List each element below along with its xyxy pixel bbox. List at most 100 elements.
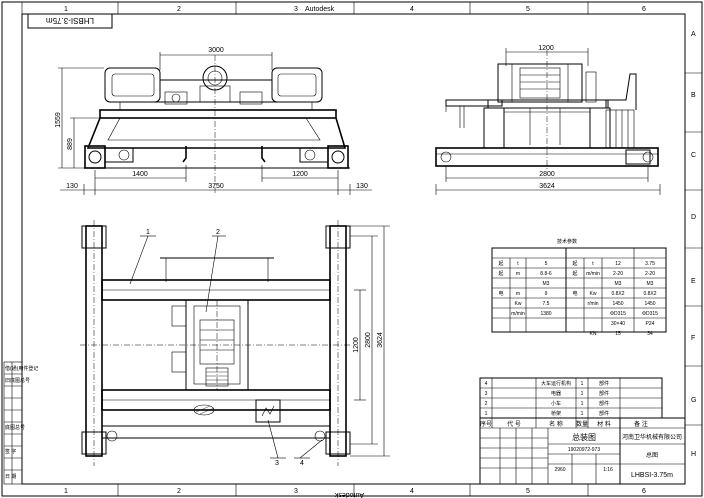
spec-cell: t	[592, 261, 594, 267]
spec-cell: 1450	[644, 301, 655, 307]
parts-cell-note: 部件	[599, 400, 609, 407]
spec-cell: 起	[572, 271, 577, 277]
spec-cell: 7.5	[543, 301, 550, 307]
dim-end-overall: 3624	[539, 183, 555, 190]
parts-list	[479, 377, 663, 419]
watermark-top: Autodesk	[305, 6, 335, 13]
zone-col-1: 1	[64, 6, 68, 13]
dim-plan-inner: 1200	[353, 337, 360, 353]
zone-col-5-bottom: 5	[526, 488, 530, 495]
callout-1: 1	[146, 229, 150, 236]
spec-cell: 30×40	[611, 321, 625, 327]
zone-row-C: C	[691, 152, 696, 159]
zone-row-H: H	[691, 451, 696, 458]
parts-header-no: 序号	[480, 420, 492, 428]
parts-cell-qty: 1	[581, 411, 584, 417]
zone-col-4: 4	[410, 6, 414, 13]
spec-table-title: 技术参数	[557, 238, 577, 245]
side-elevation-view: 3000 1559 889 1400 1200 130 3750 130	[55, 47, 372, 195]
zone-col-4-bottom: 4	[410, 488, 414, 495]
zone-row-F: F	[691, 335, 695, 342]
title-model: LHBSI-3.75m	[631, 472, 673, 479]
zone-row-B: B	[691, 92, 696, 99]
drawing-weight: 2960	[554, 467, 565, 473]
spec-cell: 0.8X2	[643, 291, 656, 297]
zone-row-G: G	[691, 397, 696, 404]
zone-col-3: 3	[294, 6, 298, 13]
dim-side-right-offset: 1200	[292, 171, 308, 178]
spec-cell: 电	[498, 290, 503, 297]
spec-cell: Kw	[515, 301, 522, 307]
dim-side-end-right: 130	[356, 183, 368, 190]
spec-cell: 1450	[612, 301, 623, 307]
dim-plan-outer: 3624	[377, 332, 384, 348]
parts-cell-note: 部件	[599, 390, 609, 397]
zone-row-A: A	[691, 31, 696, 38]
parts-cell-no: 2	[485, 401, 488, 407]
spec-cell: t	[517, 261, 519, 267]
dim-side-top: 3000	[208, 47, 224, 54]
spec-cell: r/min	[587, 301, 598, 307]
spec-table: 技术参数	[491, 238, 667, 333]
parts-cell-no: 4	[485, 381, 488, 387]
drawing-title: 总装图	[572, 432, 596, 442]
dim-side-left-offset: 1400	[132, 171, 148, 178]
dim-side-height: 1559	[55, 112, 62, 128]
plan-view: 1 2 3 4 1200 2800 3624	[80, 220, 390, 467]
zone-col-2: 2	[177, 6, 181, 13]
zone-row-E: E	[691, 278, 696, 285]
left-margin-stamps: 借(通)用件登记 旧底图总号 底图总号 签 字 日 期	[3, 361, 38, 485]
spec-cell: 2-20	[645, 271, 655, 277]
parts-cell-qty: 1	[581, 401, 584, 407]
parts-cell-name: 桥架	[551, 410, 561, 417]
margin-label-4: 签 字	[5, 448, 16, 455]
zone-col-3-bottom: 3	[294, 488, 298, 495]
spec-cell: M3	[647, 281, 654, 287]
margin-label-2: 旧底图总号	[5, 377, 30, 384]
zone-col-1-bottom: 1	[64, 488, 68, 495]
dim-side-span: 3750	[208, 183, 224, 190]
spec-cell: M3	[543, 281, 550, 287]
parts-header-material: 材 料	[597, 420, 611, 428]
parts-header-qty: 数量	[576, 420, 588, 428]
zone-col-2-bottom: 2	[177, 488, 181, 495]
parts-cell-name: 小车	[551, 400, 561, 407]
parts-cell-no: 3	[485, 391, 488, 397]
parts-cell-qty: 1	[581, 391, 584, 397]
parts-cell-note: 部件	[599, 410, 609, 417]
spec-cell: 9	[545, 291, 548, 297]
dim-side-end-left: 130	[66, 183, 78, 190]
watermark-bottom: Autodesk	[334, 491, 364, 498]
spec-cell: 34	[647, 331, 653, 337]
callout-4: 4	[300, 460, 304, 467]
spec-cell: Kw	[590, 291, 597, 297]
dim-end-wheelbase: 2800	[539, 171, 555, 178]
spec-cell: M3	[615, 281, 622, 287]
callout-3: 3	[275, 460, 279, 467]
parts-cell-no: 1	[485, 411, 488, 417]
spec-cell: 15	[615, 331, 621, 337]
parts-header-note: 备 注	[634, 420, 648, 428]
company-name: 河南卫华机械有限公司	[622, 433, 682, 441]
parts-header-code: 代 号	[507, 420, 521, 428]
spec-cell: 起	[498, 261, 503, 267]
spec-cell: ΦD315	[610, 311, 626, 317]
title-tab: LHBSI-3.75m	[46, 16, 94, 25]
spec-cell: 电	[572, 290, 577, 297]
spec-cell: KN	[590, 331, 597, 337]
dim-end-top: 1200	[538, 45, 554, 52]
spec-cell: P24	[646, 321, 655, 327]
title-block: 序号 代 号 名 称 数量 材 料 备 注 总装图 19020972-973 2…	[479, 417, 686, 485]
zone-row-D: D	[691, 214, 696, 221]
parts-cell-name: 大车运行机构	[541, 380, 571, 387]
spec-cell: 3.75	[645, 261, 655, 267]
margin-label-5: 日 期	[5, 474, 16, 480]
spec-cell: 2-20	[613, 271, 623, 277]
margin-label-1: 借(通)用件登记	[5, 365, 38, 372]
spec-cell: m/min	[586, 271, 600, 277]
end-elevation-view: 1200 2800 3624	[435, 45, 661, 195]
spec-cell: ΦD315	[642, 311, 658, 317]
